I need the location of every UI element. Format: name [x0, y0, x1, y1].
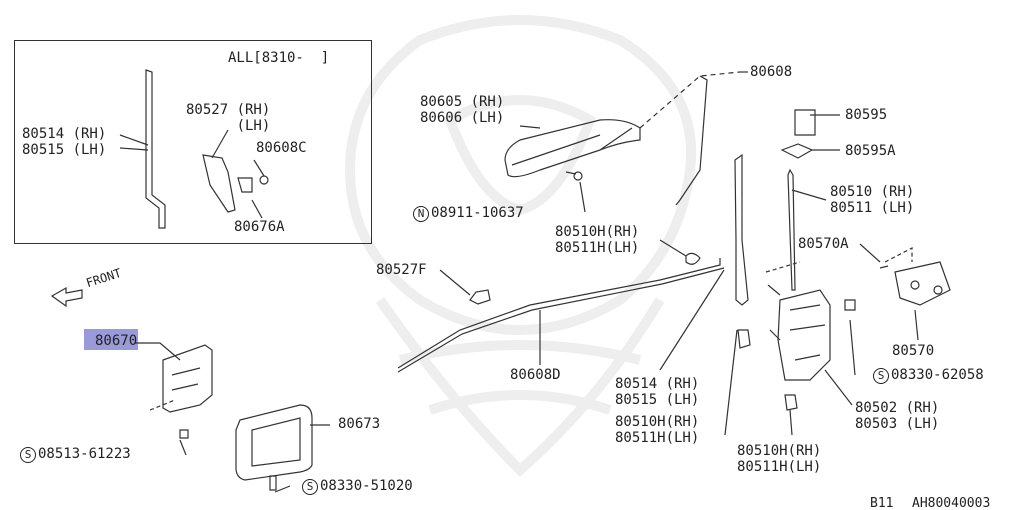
- outside-handle: [504, 119, 641, 178]
- label-80605: 80605 (RH)80606 (LH): [420, 94, 505, 126]
- label-80527: 80527 (RH) (LH): [186, 102, 271, 134]
- s-marker-icon: S: [20, 447, 36, 463]
- s-marker-icon: S: [873, 368, 889, 384]
- striker-80570: [894, 261, 951, 306]
- label-80510H-bottom: 80510H(RH)80511H(LH): [737, 443, 822, 475]
- footer-code: B11: [870, 496, 894, 510]
- inset-frame: [14, 40, 372, 244]
- label-80502: 80502 (RH)80503 (LH): [855, 400, 940, 432]
- latch-80502: [777, 289, 831, 381]
- inside-handle-80670: [162, 344, 213, 413]
- rod-80510: [787, 168, 796, 291]
- footer-ref: AH80040003: [912, 496, 991, 510]
- label-80510: 80510 (RH)80511 (LH): [830, 184, 915, 216]
- label-80608C: 80608C: [256, 140, 307, 156]
- label-80595: 80595: [845, 107, 888, 123]
- rod-80608D: [397, 258, 721, 369]
- inset-clip: [202, 154, 236, 213]
- label-80570: 80570: [892, 343, 935, 359]
- front-arrow: [50, 286, 83, 308]
- label-80608: 80608: [750, 64, 793, 80]
- label-80673: 80673: [338, 416, 381, 432]
- bezel-80673: [235, 404, 313, 481]
- s-marker-icon: S: [302, 479, 318, 495]
- inset-rod: [145, 69, 166, 229]
- label-80527F: 80527F: [376, 262, 427, 278]
- label-80595A: 80595A: [845, 143, 896, 159]
- label-80514-inset: 80514 (RH)80515 (LH): [22, 126, 107, 158]
- label-80570A: 80570A: [798, 236, 849, 252]
- n-marker-icon: N: [413, 206, 429, 222]
- label-80514-main: 80514 (RH)80515 (LH): [615, 376, 700, 408]
- label-80676A: 80676A: [234, 219, 285, 235]
- label-80510H-mid: 80510H(RH)80511H(LH): [615, 414, 700, 446]
- part-highlight: [84, 329, 138, 350]
- label-80510H-top: 80510H(RH)80511H(LH): [555, 224, 640, 256]
- inset-header: ALL[8310- ]: [228, 50, 330, 66]
- label-80608D: 80608D: [510, 367, 561, 383]
- label-80670: 80670: [95, 333, 138, 349]
